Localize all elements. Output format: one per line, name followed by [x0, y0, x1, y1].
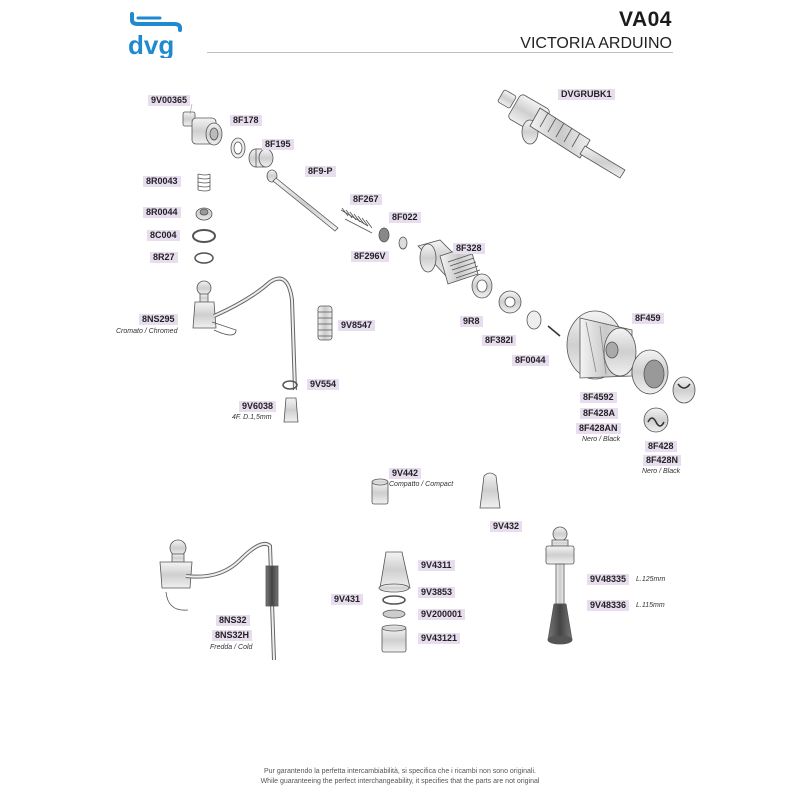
label-8f195: 8F195 — [262, 139, 294, 150]
label-8f178: 8F178 — [230, 115, 262, 126]
label-9v00365: 9V00365 — [148, 95, 191, 106]
part-8ns295 — [192, 276, 297, 391]
part-9v200001 — [382, 609, 406, 619]
label-8r27: 8R27 — [150, 252, 178, 263]
label-8f4592: 8F4592 — [580, 392, 617, 403]
part-8f296v — [378, 227, 390, 243]
part-8f459 — [566, 310, 637, 380]
label-9v554: 9V554 — [307, 379, 340, 390]
part-9v4311 — [378, 551, 411, 593]
brand-text: dvg — [128, 30, 174, 58]
label-8c004: 8C004 — [147, 230, 180, 241]
label-9v6038: 9V6038 — [239, 401, 277, 412]
label-8f267: 8F267 — [350, 194, 382, 205]
footer-disclaimer-en: While guaranteeing the perfect interchan… — [260, 778, 540, 785]
part-9v43121 — [381, 624, 407, 653]
note-8ns32h: Fredda / Cold — [210, 644, 253, 651]
label-8ns32h: 8NS32H — [212, 630, 253, 641]
part-8f267 — [340, 207, 373, 234]
label-9r8: 9R8 — [460, 316, 483, 327]
label-9v8547: 9V8547 — [338, 320, 376, 331]
model-code: VA04 — [619, 8, 672, 31]
footer-disclaimer-it: Pur garantendo la perfetta intercambiabi… — [264, 768, 536, 775]
part-8f328 — [417, 239, 481, 285]
part-8c004 — [192, 229, 216, 243]
label-9v432: 9V432 — [490, 521, 523, 532]
part-9v48335 — [545, 526, 575, 645]
part-9v554 — [282, 380, 298, 390]
note-9v48335: L.125mm — [636, 576, 666, 583]
label-dvgrubk1: DVGRUBK1 — [558, 89, 615, 100]
label-8f296v: 8F296V — [351, 251, 389, 262]
label-8f459: 8F459 — [632, 313, 664, 324]
manufacturer-name: VICTORIA ARDUINO — [520, 35, 672, 52]
label-9v431: 9V431 — [331, 594, 364, 605]
part-8ns32 — [159, 539, 279, 661]
part-8f428 — [672, 376, 696, 404]
part-9v442 — [371, 478, 389, 505]
label-8f328: 8F328 — [453, 243, 485, 254]
label-8f428a: 8F428A — [580, 408, 619, 419]
part-8f428a — [643, 407, 669, 433]
part-8f022 — [398, 236, 408, 250]
label-9v43121: 9V43121 — [418, 633, 461, 644]
label-9v200001: 9V200001 — [418, 609, 466, 620]
part-8r0043 — [197, 173, 211, 192]
label-8f428: 8F428 — [645, 441, 677, 452]
part-8f9p — [266, 169, 339, 232]
label-8f022: 8F022 — [389, 212, 421, 223]
part-9v6038 — [283, 397, 299, 423]
part-9v432 — [479, 472, 501, 509]
note-9v6038: 4F. D.1,5mm — [232, 414, 272, 421]
label-9v3853: 9V3853 — [418, 587, 456, 598]
label-8f428n: 8F428N — [643, 455, 682, 466]
header-divider — [207, 52, 673, 53]
part-9r8 — [471, 273, 522, 314]
part-9v8547 — [317, 305, 333, 341]
part-9v00365 — [182, 111, 223, 146]
label-9v48335: 9V48335 — [587, 574, 630, 585]
label-8f428an: 8F428AN — [576, 423, 621, 434]
label-9v4311: 9V4311 — [418, 560, 455, 571]
part-9v3853 — [382, 595, 406, 605]
note-8f428an: Nero / Black — [582, 436, 621, 443]
label-8f0044: 8F0044 — [512, 355, 549, 366]
label-8r0044: 8R0044 — [143, 207, 181, 218]
part-dvgrubk1 — [497, 89, 626, 179]
part-8f4592 — [631, 349, 669, 395]
label-9v48336: 9V48336 — [587, 600, 630, 611]
part-8f0044 — [547, 325, 561, 337]
label-8f9p: 8F9-P — [305, 166, 336, 177]
note-9v442: Compatto / Compact — [389, 481, 454, 488]
note-8ns295: Cromato / Chromed — [116, 328, 178, 335]
label-8r0043: 8R0043 — [143, 176, 181, 187]
note-8f428n: Nero / Black — [642, 468, 681, 475]
label-9v442: 9V442 — [389, 468, 422, 479]
note-9v48336: L.115mm — [636, 602, 665, 609]
dvg-logo-icon: dvg — [128, 12, 182, 58]
part-8r27 — [194, 252, 214, 264]
label-8f382i: 8F382I — [482, 335, 517, 346]
part-8r0044 — [195, 207, 213, 221]
label-8ns295: 8NS295 — [139, 314, 178, 325]
part-8f195 — [248, 148, 274, 168]
part-8f382i — [526, 310, 542, 330]
label-8ns32: 8NS32 — [216, 615, 250, 626]
